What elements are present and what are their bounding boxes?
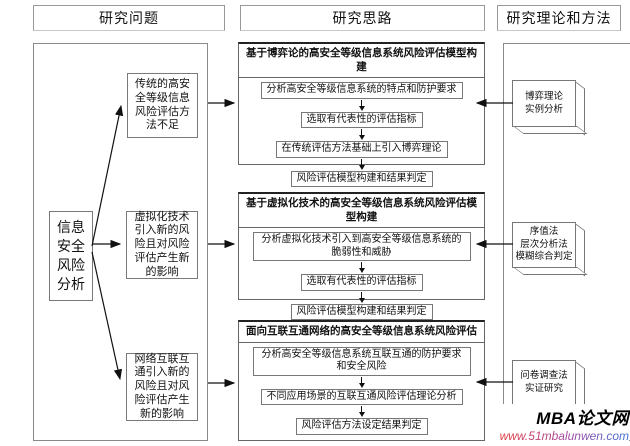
problem-box-interconnection-risk: 网络互联互通引入新的风险且对风险评估产生新的影响 [126, 353, 198, 421]
step-box: 分析高安全等级信息系统的特点和防护要求 [260, 82, 463, 99]
method-line: 博弈理论 [524, 90, 563, 102]
flow-group-title: 基于虚拟化技术的高安全等级信息系统风险评估模型构建 [239, 194, 484, 229]
down-arrow-icon [360, 129, 363, 136]
flow-steps: 分析虚拟化技术引入到高安全等级信息系统的脆弱性和威胁 选取有代表性的评估指标 风… [239, 228, 484, 321]
column-header-research-theory-methods: 研究理论和方法 [497, 5, 621, 31]
method-box-game-theory: 博弈理论 实例分析 [512, 80, 576, 127]
step-box: 风险评估模型构建和结果判定 [290, 170, 433, 188]
down-arrow-icon [360, 406, 363, 413]
flow-group-title: 面向互联互通网络的高安全等级信息系统风险评估 [239, 322, 484, 343]
problem-box-traditional-methods: 传统的高安全等级信息风险评估方法不足 [127, 73, 198, 138]
step-box: 分析高安全等级信息系统互联互通的防护要求和安全风险 [252, 346, 471, 376]
step-box: 选取有代表性的评估指标 [300, 274, 423, 291]
step-box: 在传统评估方法基础上引入博弈理论 [275, 141, 448, 158]
method-line: 实证研究 [524, 382, 563, 394]
method-line: 问卷调查法 [520, 369, 568, 381]
method-line: 模糊综合判定 [515, 251, 573, 263]
watermark-url: www.51mbalunwen.com [499, 429, 629, 443]
down-arrow-icon [360, 158, 363, 165]
flow-group-interconnection-assessment: 面向互联互通网络的高安全等级信息系统风险评估 分析高安全等级信息系统互联互通的防… [238, 320, 485, 441]
root-node-info-security-risk-analysis: 信息安全风险分析 [49, 211, 93, 301]
flow-steps: 分析高安全等级信息系统互联互通的防护要求和安全风险 不同应用场景的互联互通风险评… [239, 343, 484, 435]
down-arrow-icon [360, 262, 363, 269]
method-line: 层次分析法 [520, 238, 568, 250]
column-header-research-approach: 研究思路 [240, 5, 485, 31]
step-box: 风险评估方法设定结果判定 [295, 418, 428, 435]
down-arrow-icon [360, 99, 363, 106]
flow-group-title: 基于博弈论的高安全等级信息系统风险评估模型构建 [239, 44, 484, 79]
problem-box-virtualization-risk: 虚拟化技术引入新的风险且对风险评估产生新的影响 [126, 211, 198, 279]
flow-group-virtualization-model: 基于虚拟化技术的高安全等级信息系统风险评估模型构建 分析虚拟化技术引入到高安全等… [238, 192, 485, 321]
method-box-questionnaire: 问卷调查法 实证研究 [512, 360, 576, 405]
research-problems-panel: 信息安全风险分析 传统的高安全等级信息风险评估方法不足 虚拟化技术引入新的风险且… [33, 43, 208, 441]
watermark: MBA论文网 www.51mbalunwen.com [495, 404, 629, 443]
down-arrow-icon [360, 376, 363, 383]
column-header-research-problems: 研究问题 [33, 5, 225, 31]
step-box: 分析虚拟化技术引入到高安全等级信息系统的脆弱性和威胁 [252, 232, 471, 262]
method-line: 实例分析 [524, 103, 563, 115]
flow-steps: 分析高安全等级信息系统的特点和防护要求 选取有代表性的评估指标 在传统评估方法基… [239, 78, 484, 188]
down-arrow-icon [360, 291, 363, 298]
method-box-ahp-fuzzy: 序值法 层次分析法 模糊综合判定 [512, 222, 576, 268]
step-box: 选取有代表性的评估指标 [300, 111, 423, 129]
step-box: 风险评估模型构建和结果判定 [290, 303, 433, 321]
step-box: 不同应用场景的互联互通风险评估理论分析 [260, 388, 463, 406]
method-line: 序值法 [529, 225, 559, 237]
flow-group-game-theory-model: 基于博弈论的高安全等级信息系统风险评估模型构建 分析高安全等级信息系统的特点和防… [238, 42, 485, 188]
watermark-site-name: MBA论文网 [536, 409, 629, 428]
